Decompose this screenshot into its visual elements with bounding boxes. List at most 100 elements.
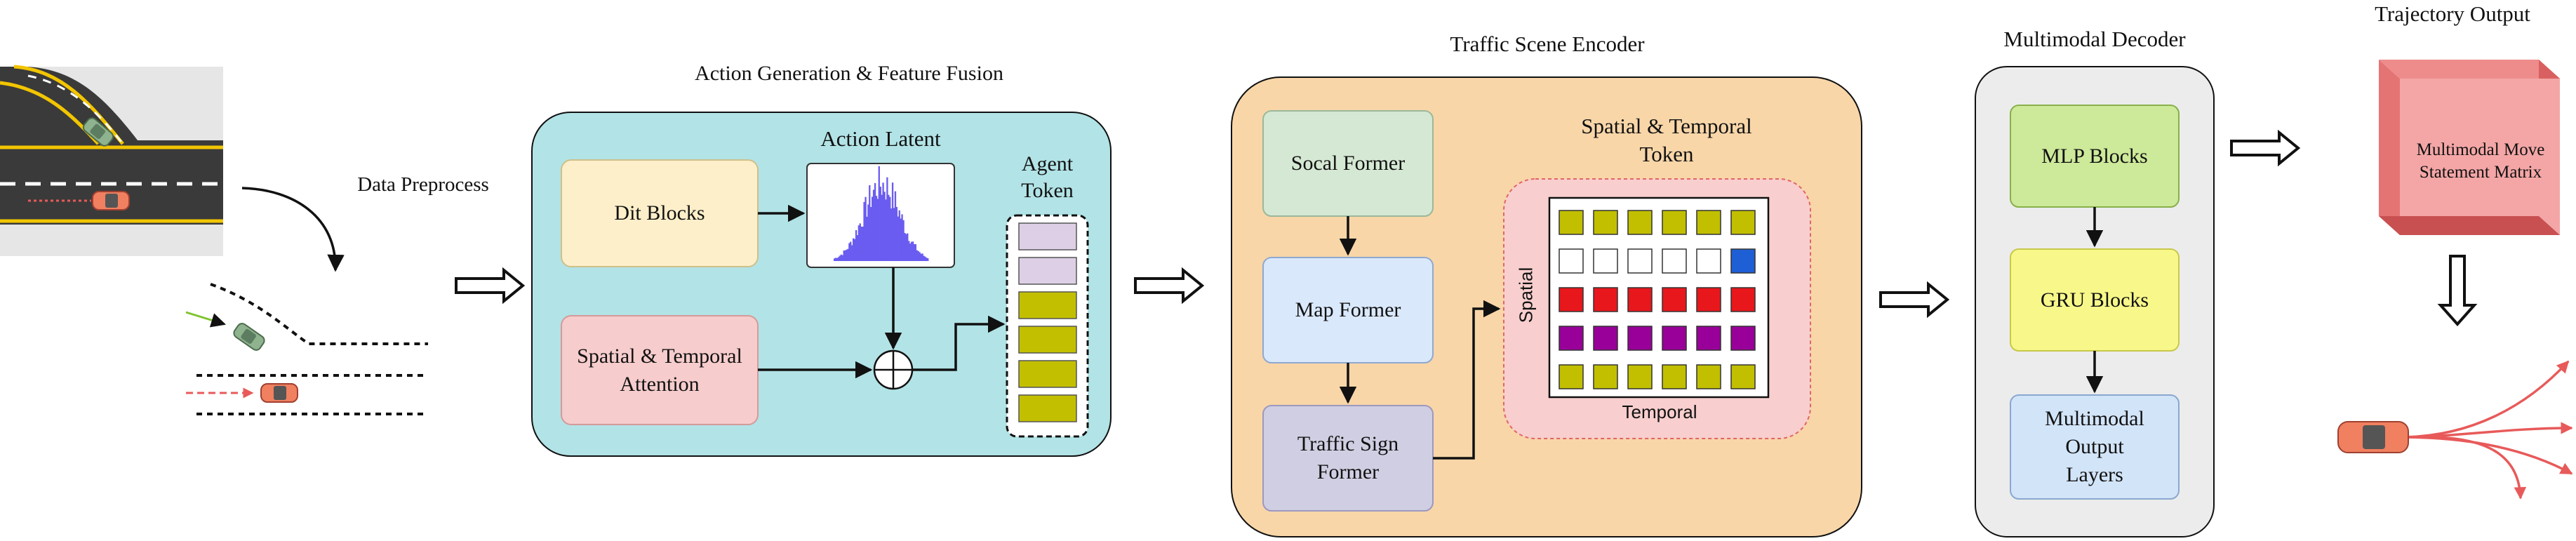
histogram-bar [874,182,876,261]
histogram-bar [865,196,867,261]
token-cell [1730,364,1756,389]
histogram-bar [888,194,890,261]
histogram-bar [856,235,859,261]
preprocessed-scene-sketch [185,283,428,415]
token-cell [1627,326,1653,351]
output-stage-title: Trajectory Output [2375,1,2530,26]
histogram-bar [889,196,891,261]
data-preprocess-label: Data Preprocess [357,173,489,196]
histogram-bar [900,218,902,261]
histogram-bar [869,185,871,261]
histogram-bar [846,249,848,261]
token-cell [1593,287,1618,312]
histogram-bar [904,233,906,261]
token-cell [1627,248,1653,274]
temporal-axis-label: Temporal [1622,401,1697,422]
agent-token-cell [1018,257,1077,285]
histogram-bar [844,250,846,261]
histogram-bar [837,257,840,261]
histogram-bar [909,243,912,261]
histogram-bar [917,251,919,261]
histogram-bar [878,166,880,261]
histogram-bar [894,191,897,261]
histogram-bar [908,241,910,261]
action-stage-title: Action Generation & Feature Fusion [695,62,1003,85]
agent-token-cell [1018,394,1077,422]
histogram-bar [853,238,855,261]
histogram-bar [924,256,926,261]
histogram-bar [886,177,888,261]
token-cell [1627,287,1653,312]
histogram-bar [897,216,899,261]
histogram-bar [920,253,922,261]
histogram-bar [885,199,887,261]
histogram-bar [847,248,849,261]
histogram-bar [913,244,916,261]
token-cell [1662,326,1687,351]
token-cell [1593,248,1618,274]
histogram-bar [881,194,883,261]
encoder-stage-title: Traffic Scene Encoder [1450,32,1645,56]
histogram-bars [834,166,929,261]
histogram-bar [916,250,918,261]
histogram-bar [926,258,928,261]
token-cell [1662,364,1687,389]
token-cell [1730,287,1756,312]
histogram-bar [860,227,862,261]
histogram-bar [902,220,905,261]
histogram-bar [919,252,921,261]
histogram-bar [883,192,886,261]
histogram-bar [895,206,898,261]
token-cell [1559,364,1584,389]
histogram-bar [855,230,857,261]
histogram-bar [876,199,879,261]
decoder-stage-title: Multimodal Decoder [2003,27,2186,51]
token-cell [1696,364,1721,389]
spatial-axis-label: Spatial [1515,267,1537,323]
histogram-bar [875,196,878,261]
histogram-bar [898,210,900,261]
map-former-label: Map Former [1295,298,1401,321]
gru-label: GRU Blocks [2040,288,2149,312]
output-cube [2379,60,2560,235]
token-cell [1696,287,1721,312]
histogram-bar [851,245,853,261]
histogram-bar [905,234,907,261]
histogram-bar [921,253,923,261]
predicted-trajectories [2337,360,2573,500]
token-cell [1730,326,1756,351]
token-cell [1696,248,1721,274]
agent-token-label: Agent Token [1021,152,1074,202]
histogram-bar [834,258,836,261]
output-layers-label: Multimodal Output Layers [2045,407,2144,486]
histogram-bar [834,258,837,261]
histogram-bar [866,216,868,261]
token-cell [1730,248,1756,274]
output-cube-label: Multimodal Move Statement Matrix [2416,140,2545,182]
agent-token-cell [1018,326,1077,354]
stage-arrows [455,129,2478,327]
histogram-bar [927,258,929,261]
histogram-bar [893,208,895,261]
attention-label: Spatial & Temporal Attention [577,344,742,396]
histogram-bar [848,243,850,261]
agent-token-cell [1018,360,1077,388]
token-cell [1593,364,1618,389]
token-cell [1593,326,1618,351]
token-cell [1559,210,1584,235]
token-cell [1627,364,1653,389]
histogram-bar [890,208,893,261]
histogram-bar [857,225,860,261]
histogram-bar [872,196,874,261]
histogram-bar [912,241,914,261]
road-scene-image [0,65,223,256]
token-grid [1559,210,1756,389]
histogram-bar [910,241,913,261]
token-cell [1662,248,1687,274]
token-title: Spatial & Temporal Token [1581,114,1752,166]
histogram-bar [850,241,852,261]
histogram-bar [914,243,917,261]
histogram-bar [839,255,841,261]
histogram-bar [879,187,881,261]
